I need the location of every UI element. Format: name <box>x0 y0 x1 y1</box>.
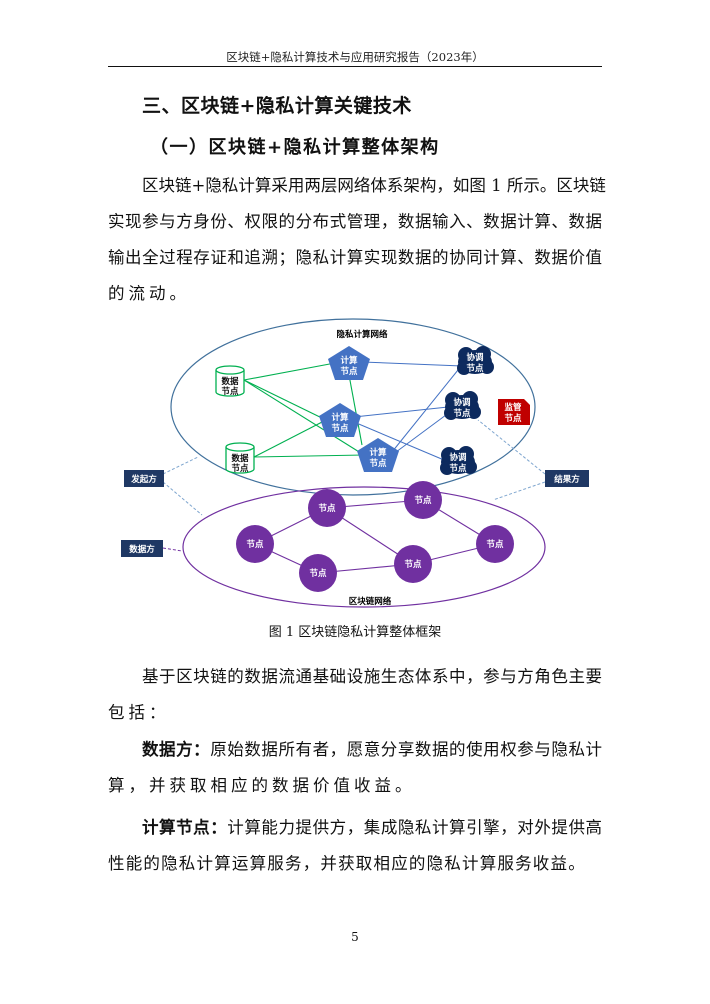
text-line: 算，并获取相应的数据价值收益。 <box>108 776 416 795</box>
svg-text:节点: 节点 <box>414 495 432 506</box>
initiator-party: 发起方 <box>124 470 164 487</box>
svg-text:节点: 节点 <box>504 413 522 424</box>
blockchain-node: 节点 <box>236 525 274 563</box>
blockchain-node: 节点 <box>404 481 442 519</box>
blockchain-node: 节点 <box>476 525 514 563</box>
svg-text:计算: 计算 <box>331 412 349 423</box>
svg-text:节点: 节点 <box>309 568 327 579</box>
text-line: 性能的隐私计算运算服务，并获取相应的隐私计算服务收益。 <box>108 854 586 873</box>
data-party: 数据方 <box>121 540 163 557</box>
compute-node: 计算 节点 <box>357 438 399 472</box>
svg-text:节点: 节点 <box>486 539 504 550</box>
data-node: 数据 节点 <box>225 442 255 474</box>
svg-text:节点: 节点 <box>466 363 484 374</box>
svg-text:协调: 协调 <box>466 352 484 363</box>
svg-text:结果方: 结果方 <box>554 474 580 485</box>
text-line: 计算节点：计算能力提供方，集成隐私计算引擎，对外提供高 <box>108 810 602 846</box>
roles-paragraph: 基于区块链的数据流通基础设施生态体系中，参与方角色主要 包括： <box>108 659 602 731</box>
coordination-node: 协调 节点 <box>457 346 494 375</box>
svg-text:节点: 节点 <box>453 408 471 419</box>
svg-text:节点: 节点 <box>331 423 349 434</box>
compute-edges <box>353 361 463 461</box>
svg-text:数据: 数据 <box>221 376 239 387</box>
blockchain-node: 节点 <box>394 545 432 583</box>
coordination-node: 协调 节点 <box>440 446 477 475</box>
section-title: 三、区块链+隐私计算关键技术 <box>142 95 412 117</box>
data-node: 数据 节点 <box>215 365 245 397</box>
data-edges <box>243 362 365 458</box>
svg-text:节点: 节点 <box>449 463 467 474</box>
blockchain-network-label: 区块链网络 <box>349 596 392 607</box>
result-party: 结果方 <box>545 470 589 487</box>
role-term: 计算节点： <box>142 818 228 837</box>
svg-text:协调: 协调 <box>453 397 471 408</box>
svg-text:节点: 节点 <box>340 366 358 377</box>
blockchain-node: 节点 <box>308 489 346 527</box>
compute-node: 计算 节点 <box>328 346 370 380</box>
svg-text:节点: 节点 <box>404 559 422 570</box>
blockchain-edges <box>254 499 496 574</box>
text-line: 区块链+隐私计算采用两层网络体系架构，如图 1 所示。区块链 <box>142 176 606 195</box>
intro-paragraph: 区块链+隐私计算采用两层网络体系架构，如图 1 所示。区块链 实现参与方身份、权… <box>108 168 606 312</box>
svg-text:节点: 节点 <box>221 386 239 397</box>
running-header: 区块链+隐私计算技术与应用研究报告（2023年） <box>226 50 484 64</box>
blockchain-node: 节点 <box>299 554 337 592</box>
text-line: 包括： <box>108 703 170 722</box>
text-line: 基于区块链的数据流通基础设施生态体系中，参与方角色主要 <box>142 667 602 686</box>
svg-text:节点: 节点 <box>231 463 249 474</box>
svg-text:监管: 监管 <box>504 402 522 413</box>
svg-text:节点: 节点 <box>318 503 336 514</box>
figure-caption: 图 1 区块链隐私计算整体框架 <box>268 625 442 640</box>
svg-text:计算: 计算 <box>340 355 358 366</box>
privacy-network-label: 隐私计算网络 <box>336 329 388 340</box>
text-line: 实现参与方身份、权限的分布式管理，数据输入、数据计算、数据 <box>108 212 602 231</box>
svg-text:节点: 节点 <box>369 458 387 469</box>
text-line: 数据方：原始数据所有者，愿意分享数据的使用权参与隐私计 <box>108 732 602 768</box>
svg-text:发起方: 发起方 <box>130 474 157 485</box>
coordination-node: 协调 节点 <box>444 391 481 420</box>
compute-node: 计算 节点 <box>319 403 361 437</box>
role-description: 原始数据所有者，愿意分享数据的使用权参与隐私计 <box>210 740 603 759</box>
privacy-network-ellipse <box>170 318 536 496</box>
header-rule <box>108 66 602 67</box>
blockchain-network-ellipse <box>182 486 546 608</box>
svg-text:计算: 计算 <box>369 447 387 458</box>
subsection-title: （一）区块链+隐私计算整体架构 <box>150 137 440 158</box>
party-connectors <box>162 419 546 516</box>
text-line: 的流动。 <box>108 284 190 303</box>
svg-text:数据方: 数据方 <box>129 544 155 555</box>
svg-text:协调: 协调 <box>449 452 467 463</box>
role-data-party: 数据方：原始数据所有者，愿意分享数据的使用权参与隐私计 算，并获取相应的数据价值… <box>108 732 602 804</box>
role-description: 计算能力提供方，集成隐私计算引擎，对外提供高 <box>227 818 603 837</box>
role-compute-node: 计算节点：计算能力提供方，集成隐私计算引擎，对外提供高 性能的隐私计算运算服务，… <box>108 810 602 882</box>
svg-text:节点: 节点 <box>246 539 264 550</box>
page-number: 5 <box>351 930 359 944</box>
data-party-connector <box>162 547 183 552</box>
regulator-node: 监管 节点 <box>498 399 530 425</box>
svg-text:数据: 数据 <box>231 453 249 464</box>
text-line: 输出全过程存证和追溯；隐私计算实现数据的协同计算、数据价值 <box>108 248 602 267</box>
role-term: 数据方： <box>142 740 211 759</box>
